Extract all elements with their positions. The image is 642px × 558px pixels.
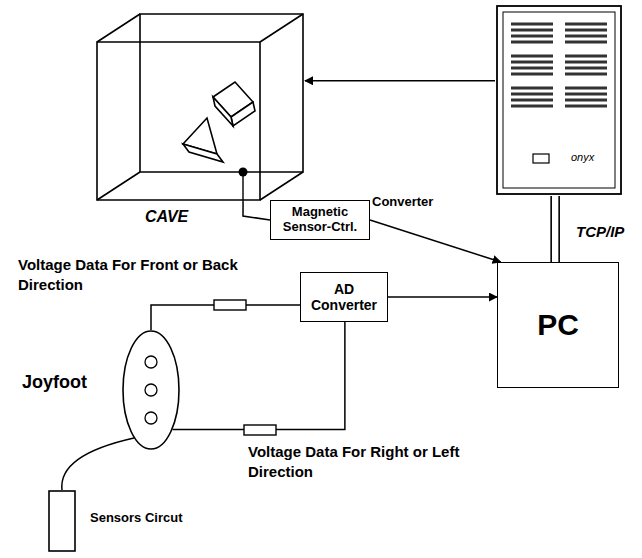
node-label: Joyfoot [22, 372, 87, 393]
onyx-computer: onyx [495, 4, 623, 196]
box-text: Magnetic Sensor-Ctrl. [276, 205, 364, 235]
box-label: AD Converter [306, 281, 382, 313]
connector [388, 297, 497, 298]
pc-box: PC [497, 262, 619, 388]
joyfoot-pad-outline [122, 330, 180, 450]
edge-label: Voltage Data For Front or Back Direction [18, 255, 258, 294]
resistor-symbol [214, 300, 246, 310]
connector [172, 322, 344, 435]
resistor-symbol [244, 425, 276, 435]
cave-room: CAVE [95, 12, 305, 202]
connector [243, 202, 270, 220]
sensors-circuit-box: Sensors Circut [48, 490, 76, 552]
box-label: Magnetic Sensor-Ctrl. [276, 205, 364, 235]
sensors-circuit-box-outline [48, 490, 76, 552]
box-text: AD Converter [306, 281, 382, 313]
node-label: onyx [571, 151, 594, 163]
cave-room-outline [95, 12, 305, 202]
node-label: CAVE [145, 208, 188, 226]
onyx-computer-outline [495, 4, 623, 196]
edge-label: TCP/IP [576, 222, 642, 242]
box-text: PC [537, 308, 579, 343]
edge-label: Converter [372, 194, 482, 211]
connector [305, 80, 495, 81]
connector [370, 220, 501, 262]
box-label: PC [537, 308, 579, 343]
node-label: Sensors Circut [90, 510, 182, 525]
ad-converter-box: AD Converter [300, 272, 388, 322]
joyfoot-pad: Joyfoot [122, 330, 180, 450]
connector [151, 300, 300, 330]
connector [62, 438, 134, 490]
edge-label: Voltage Data For Right or Left Direction [248, 442, 478, 481]
sensor-controller-box: Magnetic Sensor-Ctrl. [270, 200, 370, 240]
double-link [551, 196, 559, 262]
